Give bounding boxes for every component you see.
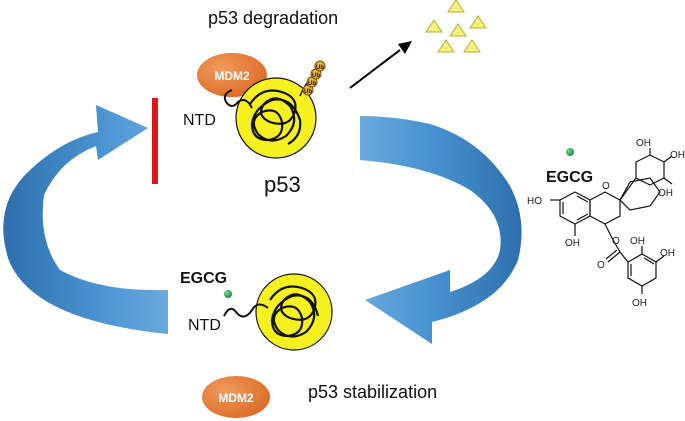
svg-text:OH: OH [660, 248, 675, 259]
egcg-structure [550, 148, 673, 294]
p53-bottom [255, 273, 333, 351]
svg-text:OH: OH [636, 138, 651, 149]
svg-text:OH: OH [670, 150, 685, 161]
degraded-fragments [425, 0, 487, 53]
egcg-dot [566, 148, 574, 156]
top-title: p53 degradation [208, 8, 338, 28]
svg-text:Ub: Ub [304, 89, 312, 95]
egcg-bottom-label: EGCG [180, 270, 227, 287]
egcg-bottom-dot [224, 290, 232, 298]
ntd-top-label: NTD [183, 112, 216, 129]
left-cycle-arrow [3, 105, 168, 334]
ubiquitin-chain: Ub Ub Ub Ub [302, 60, 326, 96]
svg-text:O: O [597, 260, 605, 271]
svg-text:OH: OH [565, 238, 580, 249]
svg-text:Ub: Ub [308, 81, 316, 87]
egcg-atom-labels: HO OH O OH OH OH O O OH OH OH [527, 138, 685, 309]
ntd-tail-bottom [223, 303, 269, 318]
egcg-structure-label: EGCG [546, 169, 593, 186]
svg-text:OH: OH [658, 188, 673, 199]
ntd-tail-top [223, 89, 253, 109]
right-cycle-arrow [360, 116, 522, 344]
svg-text:OH: OH [630, 236, 645, 247]
svg-text:OH: OH [632, 298, 647, 309]
svg-text:Ub: Ub [316, 65, 324, 71]
svg-text:HO: HO [527, 196, 542, 207]
ntd-bottom-label: NTD [188, 317, 221, 334]
mdm2-bound [197, 53, 267, 97]
degradation-arrow [349, 49, 401, 89]
svg-text:O: O [602, 181, 610, 192]
p53-bottom-fold [269, 285, 320, 338]
mdm2-free-label: MDM2 [218, 391, 254, 405]
svg-text:Ub: Ub [312, 73, 320, 79]
mdm2-bound-label: MDM2 [214, 69, 250, 83]
p53-label: p53 [264, 172, 301, 197]
degradation-arrowhead [398, 41, 412, 54]
mdm2-free [202, 376, 270, 418]
p53-top-fold [249, 89, 302, 145]
svg-text:O: O [612, 236, 620, 247]
bottom-title: p53 stabilization [308, 382, 437, 402]
inhibition-bar [152, 98, 158, 184]
